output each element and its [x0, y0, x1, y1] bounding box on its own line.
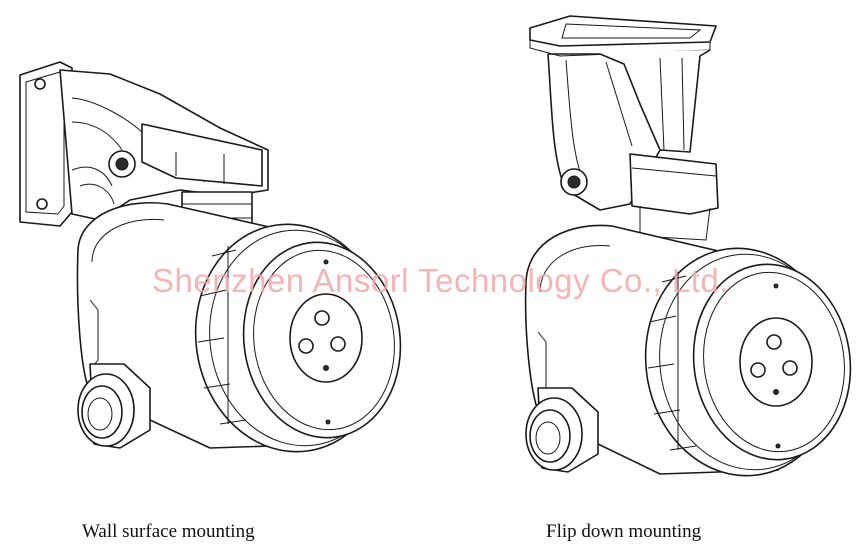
flip-down-detector-drawing [524, 15, 852, 477]
threaded-cap [194, 223, 402, 453]
caption-wall-surface-mounting: Wall surface mounting [82, 521, 255, 542]
ceiling-plate [529, 15, 717, 57]
cable-gland [77, 363, 151, 449]
wall-bracket [59, 69, 269, 221]
cable-gland-right [525, 387, 599, 473]
caption-flip-down-mounting: Flip down mounting [546, 521, 702, 542]
wall-mount-detector-drawing [19, 61, 402, 453]
watermark-text: Shenzhen Ansorl Technology Co., Ltd. [152, 262, 729, 299]
detector-neck-right [629, 153, 719, 241]
threaded-cap-right [644, 247, 852, 477]
